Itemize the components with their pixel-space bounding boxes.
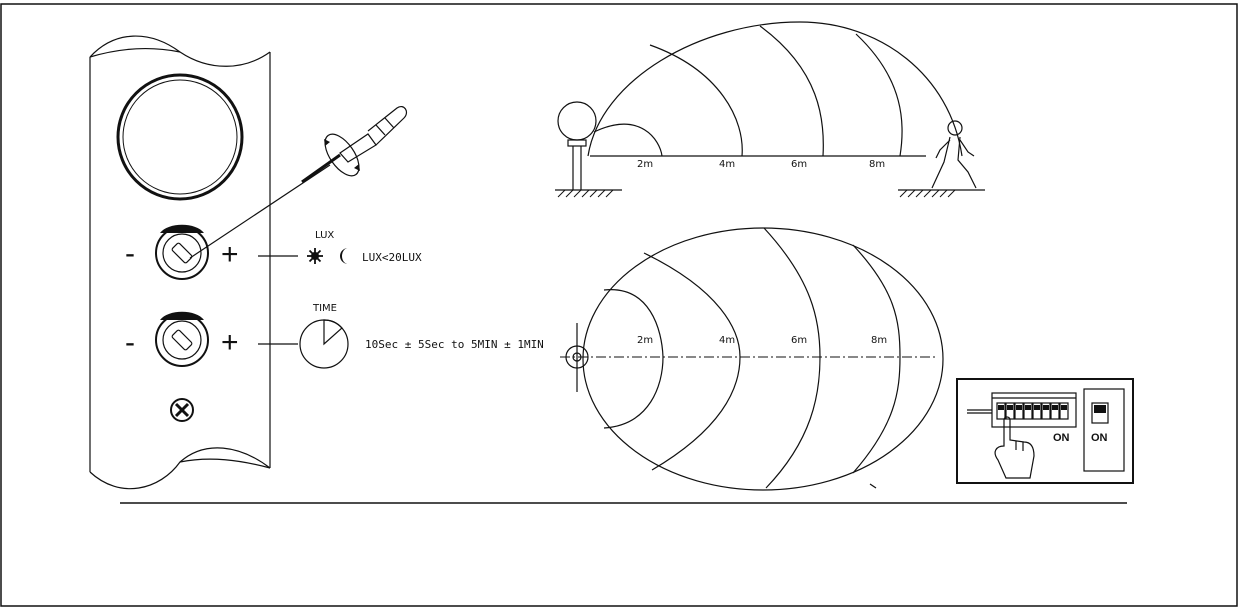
- screw-icon: [170, 398, 194, 422]
- lux-minus-label: -: [125, 237, 135, 270]
- time-minus-label: -: [125, 326, 135, 359]
- side-view-detection: [587, 21, 963, 157]
- sun-icon: [307, 248, 323, 264]
- dip-switch-panel: [956, 378, 1134, 484]
- side-distance-4m: 4m: [719, 159, 735, 170]
- lux-knob[interactable]: [155, 224, 209, 280]
- hand-icon: [994, 416, 1035, 479]
- top-distance-4m: 4m: [719, 335, 735, 346]
- time-title: TIME: [312, 303, 337, 314]
- ground-left: [555, 189, 622, 198]
- device-housing: [89, 35, 271, 490]
- time-knob[interactable]: [155, 311, 209, 367]
- sensor-icon: [116, 73, 244, 201]
- top-view-detection: [560, 227, 944, 491]
- time-range: 10Sec ± 5Sec to 5MIN ± 1MIN: [365, 338, 544, 351]
- side-distance-8m: 8m: [869, 159, 885, 170]
- lamp-post-icon: [557, 101, 597, 190]
- side-distance-2m: 2m: [637, 159, 653, 170]
- ground-right: [898, 189, 985, 198]
- top-distance-8m: 8m: [871, 335, 887, 346]
- walking-person-icon: [931, 120, 977, 189]
- toggle-on-label: ON: [1091, 432, 1108, 444]
- top-distance-2m: 2m: [637, 335, 653, 346]
- lux-plus-label: +: [221, 238, 239, 271]
- dip-switch-on-label: ON: [1053, 432, 1070, 444]
- side-distance-6m: 6m: [791, 159, 807, 170]
- screwdriver-icon: [301, 106, 408, 184]
- time-plus-label: +: [221, 326, 239, 359]
- top-distance-6m: 6m: [791, 335, 807, 346]
- timer-icon: [299, 319, 349, 369]
- sensor-top-icon: [565, 345, 589, 369]
- toggle-switch[interactable]: [1083, 388, 1125, 472]
- frame-border: [0, 3, 1238, 607]
- lux-title: LUX: [315, 230, 334, 241]
- moon-icon: [340, 248, 348, 264]
- lux-setting: LUX<20LUX: [362, 251, 422, 264]
